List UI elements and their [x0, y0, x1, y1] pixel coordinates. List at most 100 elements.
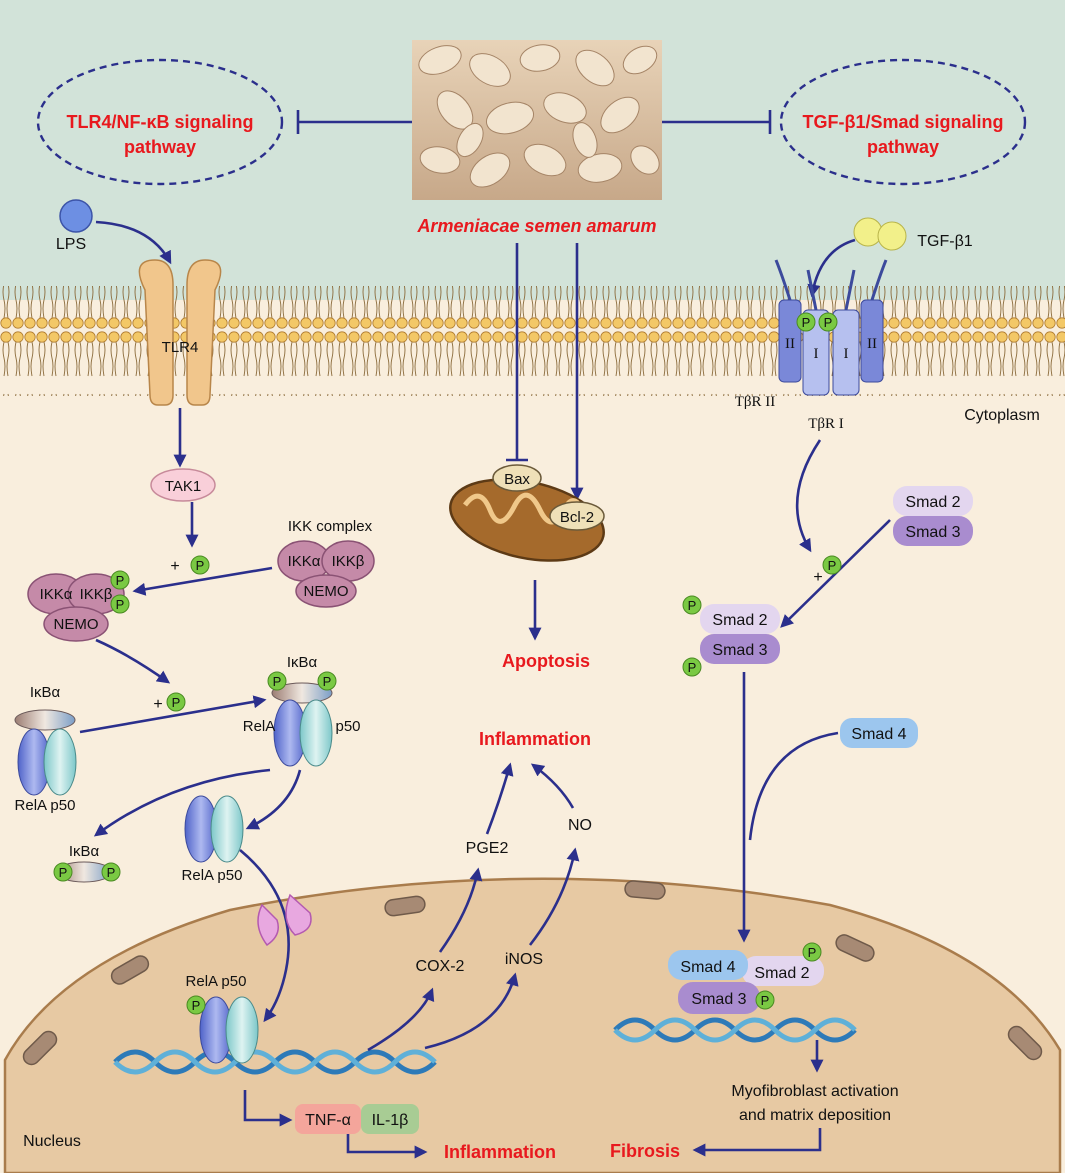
p50-nuclear: [225, 996, 259, 1064]
svg-text:P: P: [196, 558, 205, 573]
nuclear-importer: [257, 893, 312, 947]
il-1b: [361, 1104, 419, 1134]
bax: [492, 464, 542, 492]
ikk-complex: [277, 540, 375, 608]
nucleus: [3, 877, 1062, 1173]
smad3-cytoplasm: [893, 516, 973, 546]
p50-free: [210, 795, 244, 863]
tlr4-receptor: [138, 259, 222, 406]
smad3-phospho: [700, 634, 780, 664]
smad2-phospho: [700, 604, 780, 634]
svg-text:P: P: [192, 998, 201, 1013]
pge2-label: PGE2: [466, 840, 509, 857]
svg-text:P: P: [761, 993, 770, 1008]
svg-text:Smad 4: Smad 4: [680, 959, 735, 976]
tak1: [150, 468, 216, 502]
herb-name: Armeniacae semen amarum: [416, 216, 656, 236]
dna-left: [113, 1049, 437, 1075]
cytoplasm-label: Cytoplasm: [964, 407, 1040, 424]
tgfb1-label: TGF-β1: [917, 233, 973, 250]
svg-text:P: P: [688, 660, 697, 675]
tgfb1-ligand: [853, 217, 883, 247]
lps-molecule: [59, 199, 93, 233]
phospho-ikk-complex: [27, 573, 125, 642]
svg-text:P: P: [808, 945, 817, 960]
svg-text:TNF-α: TNF-α: [305, 1112, 351, 1129]
svg-text:Smad 4: Smad 4: [851, 726, 906, 743]
tgf-pathway-title: TGF-β1/Smad signaling: [802, 112, 1003, 132]
svg-text:+: +: [170, 558, 179, 575]
cell-membrane: [0, 286, 1065, 396]
svg-text:IκBα: IκBα: [69, 843, 100, 860]
svg-text:P: P: [107, 865, 116, 880]
svg-text:II: II: [867, 336, 877, 352]
svg-text:IκBα: IκBα: [30, 684, 61, 701]
svg-text:IκBα: IκBα: [287, 654, 318, 671]
tbr2-label: TβR II: [735, 394, 776, 410]
svg-text:P: P: [172, 695, 181, 710]
svg-text:NEMO: NEMO: [54, 616, 99, 633]
tbr1-label: TβR I: [808, 416, 844, 432]
tlr4-pathway-title-2: pathway: [124, 137, 196, 157]
smad4-nuclear: [668, 950, 748, 980]
cox2-label: COX-2: [416, 958, 465, 975]
tgf-pathway-ellipse: [779, 58, 1027, 186]
myofibroblast-text: Myofibroblast activation: [731, 1083, 898, 1100]
svg-text:RelA p50: RelA p50: [182, 867, 243, 884]
inflammation-top: Inflammation: [479, 729, 591, 749]
lps-label: LPS: [56, 236, 86, 253]
svg-text:NEMO: NEMO: [304, 583, 349, 600]
svg-text:p50: p50: [335, 718, 360, 735]
matrix-text: and matrix deposition: [739, 1107, 891, 1124]
inflammation-bottom: Inflammation: [444, 1142, 556, 1162]
p50-inactive: [43, 728, 77, 796]
svg-text:IKKβ: IKKβ: [332, 553, 365, 570]
svg-text:IL-1β: IL-1β: [372, 1112, 409, 1129]
svg-text:RelA p50: RelA p50: [186, 973, 247, 990]
svg-text:IKKβ: IKKβ: [80, 586, 113, 603]
svg-text:Smad 2: Smad 2: [905, 494, 960, 511]
svg-text:P: P: [323, 674, 332, 689]
bcl2: [549, 501, 605, 531]
tlr4-label: TLR4: [162, 339, 199, 356]
nucleus-label: Nucleus: [23, 1133, 81, 1150]
svg-text:P: P: [59, 865, 68, 880]
svg-text:RelA p50: RelA p50: [15, 797, 76, 814]
svg-text:IKKα: IKKα: [288, 553, 321, 570]
svg-text:P: P: [828, 558, 837, 573]
no-label: NO: [568, 817, 592, 834]
svg-text:P: P: [116, 573, 125, 588]
tlr4-pathway-ellipse: [36, 58, 284, 186]
svg-text:Smad 3: Smad 3: [905, 524, 960, 541]
fibrosis-label: Fibrosis: [610, 1141, 680, 1161]
svg-text:Smad 2: Smad 2: [712, 612, 767, 629]
svg-text:P: P: [688, 598, 697, 613]
smad2-cytoplasm: [893, 486, 973, 516]
svg-text:RelA: RelA: [243, 718, 276, 735]
svg-text:+: +: [813, 569, 822, 586]
inos-label: iNOS: [505, 951, 543, 968]
svg-text:P: P: [824, 315, 833, 330]
svg-text:P: P: [116, 597, 125, 612]
svg-text:Smad 3: Smad 3: [712, 642, 767, 659]
tnf-alpha: [295, 1104, 361, 1134]
svg-text:II: II: [785, 336, 795, 352]
tak1-label: TAK1: [165, 478, 201, 495]
apoptosis-label: Apoptosis: [502, 651, 590, 671]
svg-text:Smad 2: Smad 2: [754, 965, 809, 982]
svg-text:P: P: [273, 674, 282, 689]
tgf-pathway-title-2: pathway: [867, 137, 939, 157]
bax-label: Bax: [504, 471, 530, 488]
bcl2-label: Bcl-2: [560, 509, 594, 526]
smad4-cytoplasm: [840, 718, 918, 748]
smad3-nuclear: [678, 982, 760, 1014]
ikba-inactive: [14, 709, 76, 731]
svg-text:P: P: [802, 315, 811, 330]
svg-text:I: I: [814, 346, 819, 362]
tgf-receptors: [774, 259, 888, 396]
svg-text:+: +: [153, 696, 162, 713]
phospho-tak1: [190, 555, 210, 575]
dna-right: [613, 1017, 857, 1043]
